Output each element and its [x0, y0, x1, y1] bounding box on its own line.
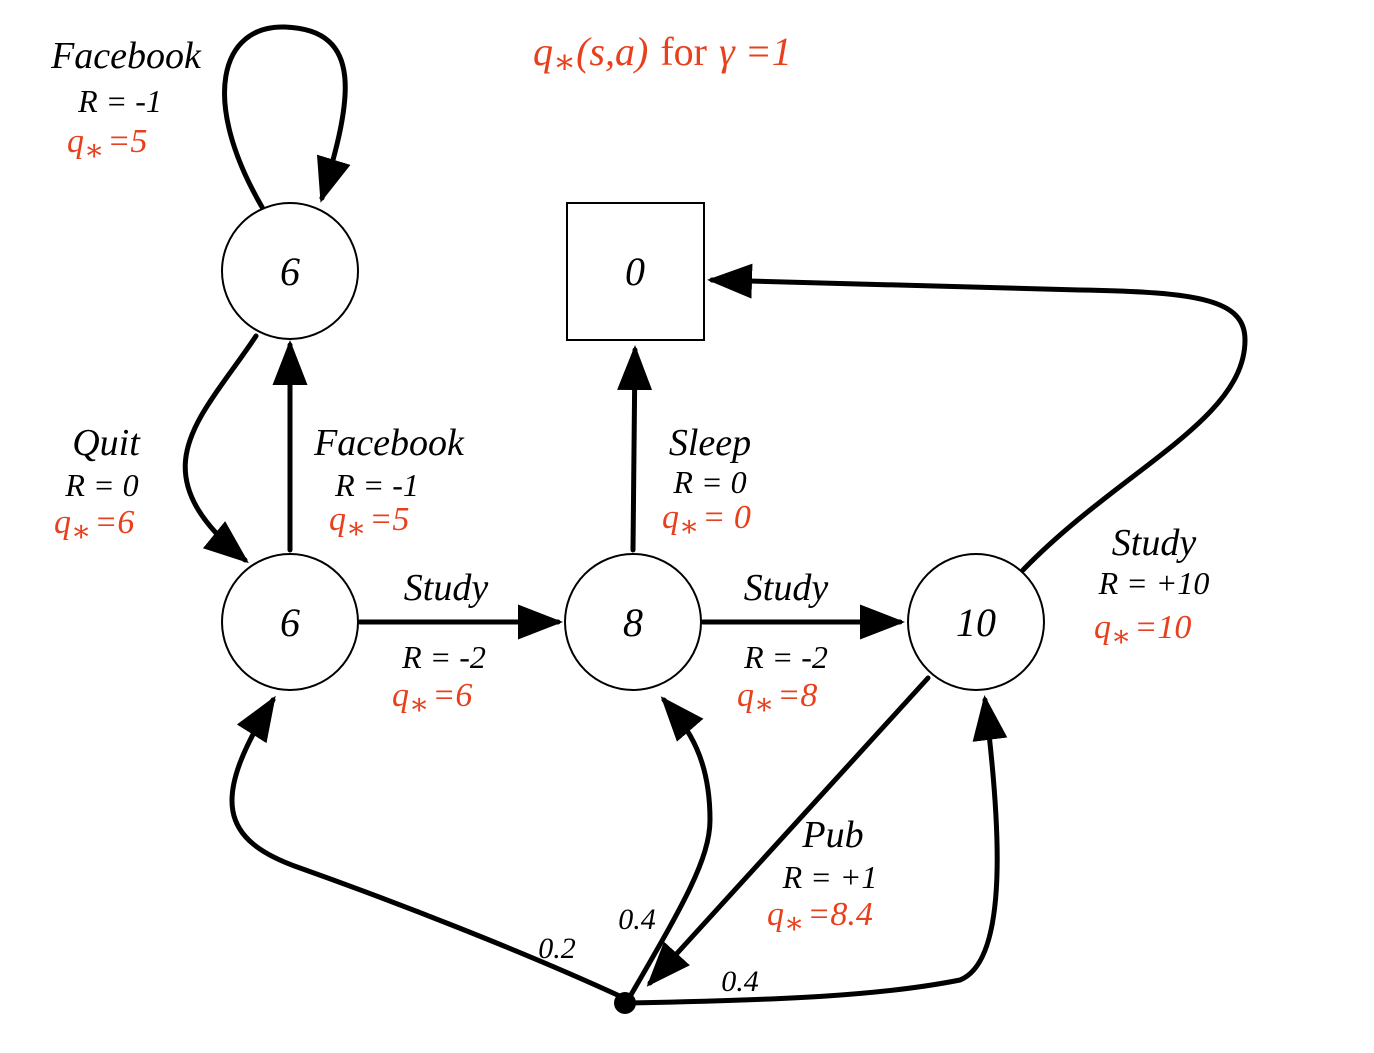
action-q: q∗=5: [329, 501, 409, 545]
prob-to-class-3: 0.4: [721, 965, 759, 998]
edge-prob-to-c1: [229, 695, 627, 1001]
prob-to-class-1: 0.2: [538, 932, 576, 965]
action-reward: R = +1: [782, 859, 878, 895]
action-name: Study: [404, 567, 489, 609]
label-facebook: Facebook R = -1 q∗=5: [313, 422, 465, 545]
action-q: q∗= 0: [662, 499, 751, 543]
action-name: Sleep: [669, 422, 751, 464]
action-q: q∗=8.4: [767, 896, 873, 940]
edge-pub: [646, 675, 931, 987]
action-name: Study: [744, 567, 829, 609]
state-class-2: 8: [564, 553, 702, 691]
action-reward: R = -2: [401, 639, 486, 675]
action-reward: R = 0: [64, 467, 138, 503]
action-q: q∗=8: [737, 677, 817, 721]
state-class-1-value: 6: [280, 600, 300, 645]
action-reward: R = +10: [1098, 565, 1210, 601]
state-sleep-value: 0: [625, 249, 645, 294]
label-sleep: Sleep R = 0 q∗= 0: [662, 422, 751, 543]
action-q: q∗=6: [54, 504, 134, 548]
label-pub: Pub R = +1 q∗=8.4: [767, 814, 877, 940]
state-class-2-value: 8: [623, 600, 643, 645]
edge-facebook-loop: [222, 24, 351, 210]
action-q: q∗=5: [67, 123, 147, 167]
prob-to-class-2: 0.4: [618, 903, 656, 936]
action-reward: R = -1: [77, 83, 162, 119]
action-name: Pub: [801, 814, 863, 856]
label-facebook-loop: Facebook R = -1 q∗=5: [50, 35, 202, 167]
label-study-2: Study R = -2 q∗=8: [737, 567, 828, 721]
state-class-1: 6: [221, 553, 359, 691]
action-name: Study: [1112, 522, 1197, 564]
action-name: Quit: [72, 422, 141, 464]
state-facebook-value: 6: [280, 249, 300, 294]
edge-study-3: [707, 263, 1248, 573]
edge-prob-to-c3: [627, 695, 1008, 1006]
label-study-3: Study R = +10 q∗=10: [1094, 522, 1209, 653]
state-class-3: 10: [907, 553, 1045, 691]
action-name: Facebook: [313, 422, 465, 464]
state-class-3-value: 10: [956, 600, 996, 645]
chance-node: [614, 992, 636, 1014]
edge-prob-to-c2: [625, 696, 713, 1003]
edge-quit: [182, 333, 259, 564]
edge-sleep: [617, 345, 653, 553]
action-reward: R = -1: [334, 467, 419, 503]
action-q: q∗=6: [392, 677, 472, 721]
state-facebook: 6: [221, 202, 359, 340]
action-q: q∗=10: [1094, 609, 1191, 653]
state-sleep-terminal: 0: [566, 202, 705, 341]
label-quit: Quit R = 0 q∗=6: [54, 422, 141, 548]
action-reward: R = 0: [672, 464, 746, 500]
action-reward: R = -2: [743, 639, 828, 675]
action-name: Facebook: [50, 35, 202, 77]
label-study-1: Study R = -2 q∗=6: [392, 567, 488, 721]
